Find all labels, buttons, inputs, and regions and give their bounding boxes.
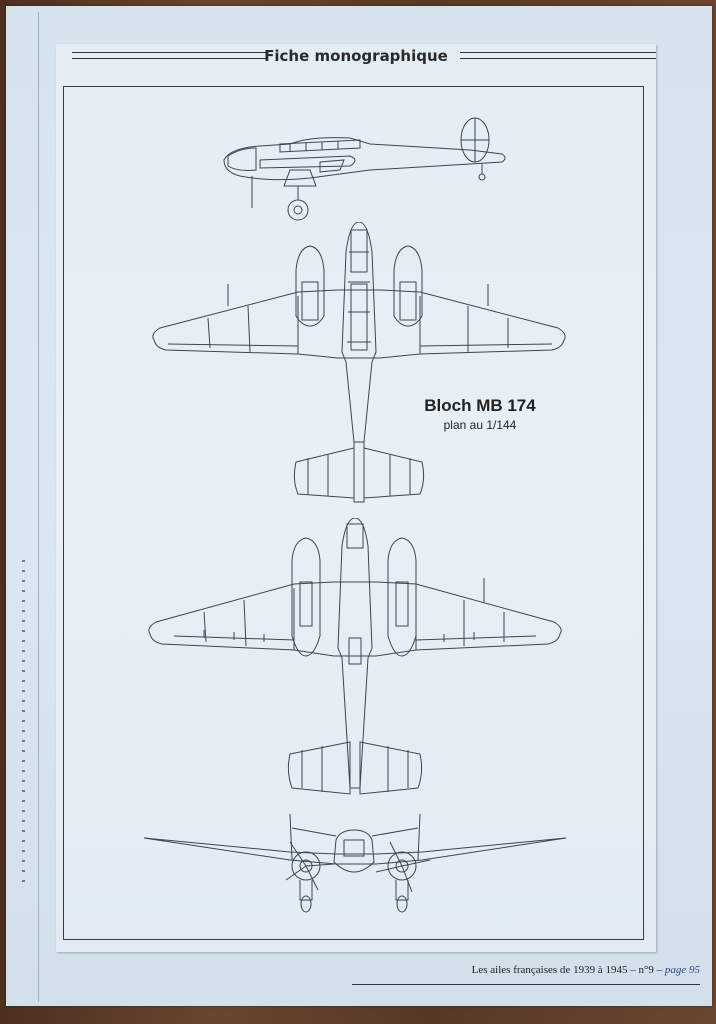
aircraft-side-profile-icon — [220, 116, 510, 226]
aircraft-front-view-icon — [140, 808, 570, 918]
page-title: Fiche monographique — [264, 47, 448, 65]
footer-rule — [352, 984, 700, 985]
aircraft-name: Bloch MB 174 — [424, 396, 536, 415]
page-footer: Les ailes françaises de 1939 à 1945 – n°… — [350, 964, 700, 976]
page-binding — [16, 12, 39, 1002]
aircraft-top-plan-icon — [148, 222, 570, 507]
header-rule-right — [460, 52, 656, 59]
footer-page-number: page 95 — [664, 964, 700, 976]
footer-publication: Les ailes françaises de 1939 à 1945 – n°… — [471, 964, 665, 976]
aircraft-bottom-plan-icon — [144, 518, 566, 803]
drawing-frame — [63, 86, 644, 940]
header-rule-left — [72, 52, 268, 59]
plan-scale: plan au 1/144 — [443, 418, 517, 432]
binding-stitches — [22, 560, 25, 890]
plan-sheet — [56, 44, 656, 952]
